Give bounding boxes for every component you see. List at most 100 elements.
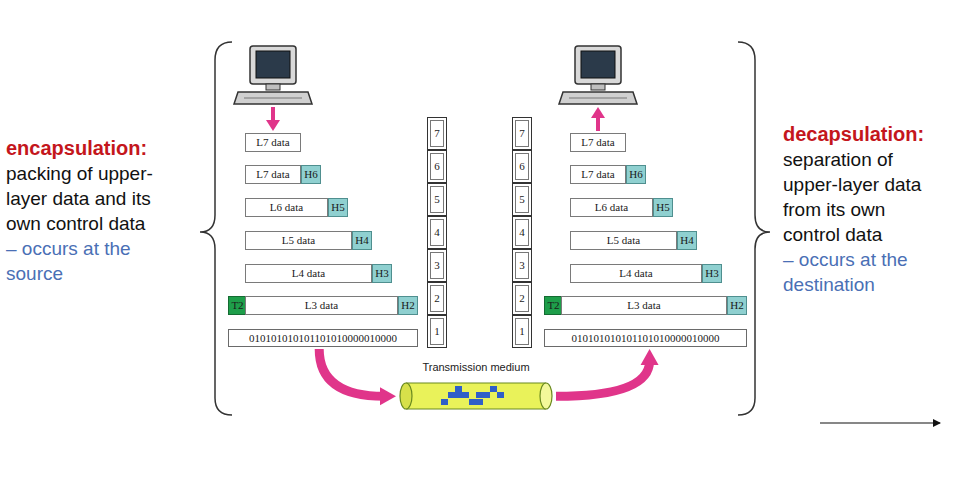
box-text: H6 [304,169,317,180]
note-text: – occurs at the source [6,236,174,286]
layer-number-cell: 3 [427,249,447,282]
data-box: L7 data [570,133,626,152]
box-text: L4 data [619,268,652,279]
box-text: L5 data [607,235,640,246]
layer-number: 4 [434,227,440,238]
bit-stream-box: 010101010101101010000010000 [544,329,747,347]
box-text: L3 data [627,300,660,311]
data-box: L5 data [570,231,677,250]
box-text: T2 [231,300,243,311]
layer-number: 6 [519,161,525,172]
data-box: L7 data [245,165,301,184]
data-box: L3 data [245,296,398,315]
header-box: H4 [352,231,372,250]
header-box: H6 [626,165,646,184]
layer-number: 7 [519,128,525,139]
header-box: H2 [398,296,418,315]
box-text: H4 [680,235,693,246]
layer-number: 1 [434,326,440,337]
computer-icon [559,46,637,104]
layer-number: 3 [434,260,440,271]
box-text: H5 [656,202,669,213]
layer-number-cell: 4 [512,216,532,249]
box-text: L7 data [256,169,289,180]
box-text: H3 [375,268,388,279]
flow-arrow [556,349,659,396]
data-box: L7 data [570,165,626,184]
header-box: H5 [653,198,673,217]
box-text: L6 data [595,202,628,213]
side-note: decapsulation:separation of upper-layer … [783,122,941,297]
definition-text: packing of upper-layer data and its own … [6,161,174,236]
box-text: 010101010101101010000010000 [571,333,719,344]
layer-number-cell: 2 [427,282,447,315]
layer-number-cell: 7 [427,117,447,150]
layer-number-cell: 2 [512,282,532,315]
box-text: H5 [331,202,344,213]
layer-number-cell: 6 [427,150,447,183]
header-box: H5 [328,198,348,217]
box-text: T2 [547,300,559,311]
layer-number: 4 [519,227,525,238]
box-text: L4 data [292,268,325,279]
arrow-head [380,387,396,405]
header-box: H3 [702,264,722,283]
next-arrow [820,422,940,423]
layer-number-cell: 1 [427,315,447,348]
data-box: L6 data [570,198,653,217]
down-arrow [266,107,280,131]
header-box: H3 [372,264,392,283]
definition-text: separation of upper-layer data from its … [783,147,941,247]
note-text: – occurs at the destination [783,247,941,297]
layer-number-cell: 7 [512,117,532,150]
data-box: L3 data [561,296,727,315]
layer-number-cell: 1 [512,315,532,348]
box-text: L5 data [282,235,315,246]
layer-number: 3 [519,260,525,271]
layer-number-cell: 5 [512,183,532,216]
left-brace [200,42,232,415]
bit-stream-box: 010101010101101010000010000 [228,329,418,347]
box-text: H4 [355,235,368,246]
right-brace [738,42,770,415]
side-note: encapsulation:packing of upper-layer dat… [6,136,174,286]
heading-term: encapsulation: [6,136,174,161]
box-text: L7 data [581,137,614,148]
box-text: H3 [705,268,718,279]
layer-number: 5 [434,194,440,205]
layer-number: 1 [519,326,525,337]
box-text: L3 data [305,300,338,311]
data-box: L7 data [245,133,301,152]
layer-number: 5 [519,194,525,205]
arrow-shaft [319,349,384,396]
arrow-head [641,349,659,365]
data-box: L4 data [570,264,702,283]
layer-number: 2 [519,293,525,304]
header-box: H6 [301,165,321,184]
layer-number: 7 [434,128,440,139]
data-box: L6 data [245,198,328,217]
box-text: H6 [629,169,642,180]
cylinder-outline [398,379,554,413]
layer-number-cell: 6 [512,150,532,183]
layer-number-cell: 3 [512,249,532,282]
heading-term: decapsulation: [783,122,941,147]
computer-icon [234,46,312,104]
layer-number-cell: 4 [427,216,447,249]
layer-number: 6 [434,161,440,172]
header-box: H2 [727,296,747,315]
layer-number: 2 [434,293,440,304]
box-text: 010101010101101010000010000 [249,333,397,344]
data-box: L5 data [245,231,352,250]
box-text: L6 data [270,202,303,213]
data-box: L4 data [245,264,372,283]
box-text: H2 [401,300,414,311]
flow-arrow [319,349,396,405]
medium-label: Transmission medium [420,362,531,373]
layer-number-cell: 5 [427,183,447,216]
box-text: H2 [730,300,743,311]
header-box: H4 [677,231,697,250]
box-text: L7 data [256,137,289,148]
box-text: L7 data [581,169,614,180]
up-arrow [591,107,605,131]
